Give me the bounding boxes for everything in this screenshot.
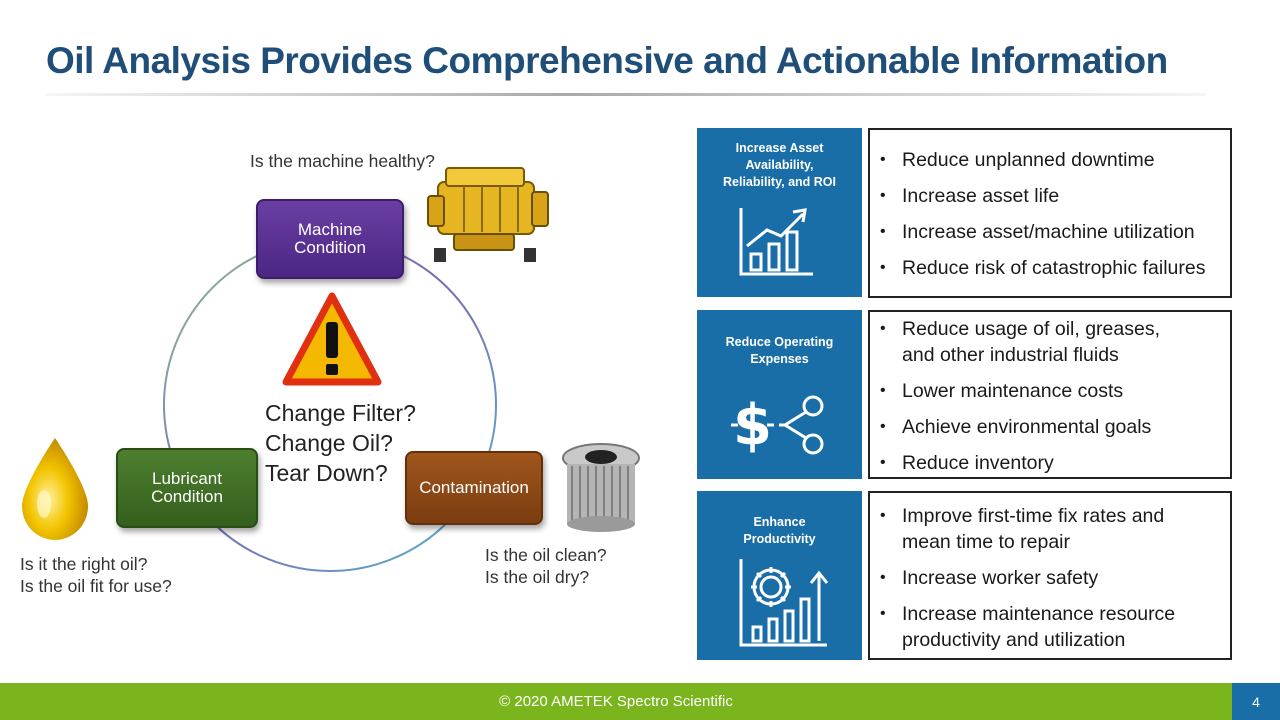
list-item: Increase maintenance resource productivi… <box>870 601 1230 653</box>
list-item: Achieve environmental goals <box>870 414 1230 440</box>
action-change-oil: Change Oil? <box>265 430 393 456</box>
panel-asset-availability: Increase Asset Availability, Reliability… <box>697 128 862 297</box>
list-item-line: and other industrial fluids <box>902 344 1119 366</box>
oil-drop-icon <box>22 438 88 540</box>
contamination-question-2: Is the oil dry? <box>485 567 590 587</box>
lubricant-box-line1: Lubricant <box>152 469 222 488</box>
lubricant-question-1: Is it the right oil? <box>20 554 148 574</box>
list-item: Reduce usage of oil, greases, and other … <box>870 316 1230 368</box>
list-item-line: Improve first-time fix rates and <box>902 505 1165 527</box>
list-item: Increase asset/machine utilization <box>870 219 1230 245</box>
footer-bar: © 2020 AMETEK Spectro Scientific <box>0 683 1280 720</box>
panel-3-title-line2: Productivity <box>743 532 816 546</box>
action-questions: Change Filter? Change Oil? Tear Down? <box>265 398 416 488</box>
panel-1-list: Reduce unplanned downtime Increase asset… <box>868 128 1232 298</box>
footer-copyright: © 2020 AMETEK Spectro Scientific <box>499 693 733 710</box>
panel-3-list: Improve first-time fix rates and mean ti… <box>868 491 1232 660</box>
contamination-question-1: Is the oil clean? <box>485 545 607 565</box>
panel-3-title-line1: Enhance <box>753 515 806 529</box>
page-number: 4 <box>1232 683 1280 720</box>
list-item: Improve first-time fix rates and mean ti… <box>870 503 1230 555</box>
contamination-questions: Is the oil clean? Is the oil dry? <box>485 544 607 588</box>
svg-text:$: $ <box>733 393 772 458</box>
contamination-box: Contamination <box>405 451 543 525</box>
gear-productivity-icon <box>739 559 829 647</box>
engine-icon <box>427 167 549 262</box>
title-divider <box>46 93 1206 96</box>
machine-question: Is the machine healthy? <box>250 151 435 171</box>
panel-2-title-line1: Reduce Operating <box>725 335 834 349</box>
panel-1-title-line2: Availability, <box>745 158 814 172</box>
list-item: Reduce unplanned downtime <box>870 147 1230 173</box>
panel-2-title-line2: Expenses <box>750 352 809 366</box>
list-item-line: Increase maintenance resource <box>902 603 1176 625</box>
oil-filter-icon <box>562 443 640 532</box>
lubricant-question-2: Is the oil fit for use? <box>20 576 172 596</box>
panel-productivity: Enhance Productivity <box>697 491 862 660</box>
list-item: Increase asset life <box>870 183 1230 209</box>
panel-operating-expenses: Reduce Operating Expenses $ <box>697 310 862 479</box>
action-tear-down: Tear Down? <box>265 460 388 486</box>
machine-box-line2: Condition <box>294 238 366 257</box>
panel-3-title: Enhance Productivity <box>697 514 862 548</box>
panel-1-title-line1: Increase Asset <box>735 141 824 155</box>
panel-2-title: Reduce Operating Expenses <box>697 334 862 368</box>
panel-2-list: Reduce usage of oil, greases, and other … <box>868 310 1232 479</box>
action-change-filter: Change Filter? <box>265 400 416 426</box>
panel-1-title: Increase Asset Availability, Reliability… <box>697 140 862 191</box>
lubricant-box-line2: Condition <box>151 487 223 506</box>
list-item-line: mean time to repair <box>902 531 1070 553</box>
cost-cut-icon: $ <box>731 393 824 458</box>
growth-chart-icon <box>739 208 813 276</box>
list-item: Lower maintenance costs <box>870 378 1230 404</box>
lubricant-questions: Is it the right oil? Is the oil fit for … <box>20 553 172 597</box>
slide-title: Oil Analysis Provides Comprehensive and … <box>46 40 1168 81</box>
list-item-line: Reduce usage of oil, greases, <box>902 318 1160 340</box>
panel-1-title-line3: Reliability, and ROI <box>723 175 836 189</box>
list-item-line: productivity and utilization <box>902 629 1126 651</box>
machine-box-line1: Machine <box>297 220 363 239</box>
list-item: Reduce inventory <box>870 450 1230 476</box>
list-item: Reduce risk of catastrophic failures <box>870 255 1230 281</box>
warning-icon <box>282 292 382 386</box>
list-item: Increase worker safety <box>870 565 1230 591</box>
